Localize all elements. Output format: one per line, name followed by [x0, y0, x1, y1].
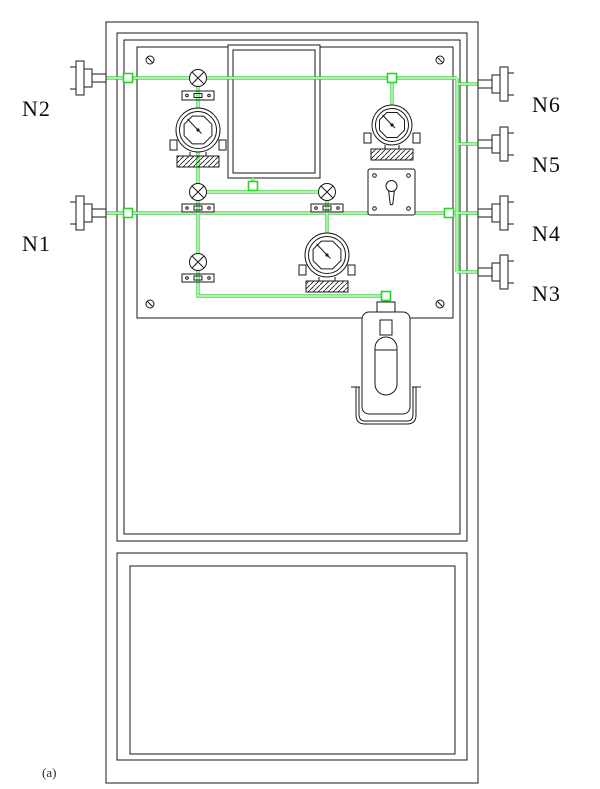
pipe-fitting-icon: [122, 207, 134, 219]
pressure-gauge-center: [298, 232, 356, 293]
screw-icon: [145, 55, 155, 65]
nozzle-label-n6: N6: [532, 92, 561, 117]
flange-n1: [70, 195, 107, 231]
pipe-fitting-icon: [443, 207, 455, 219]
flange-n4: [477, 195, 514, 231]
nozzle-label-n5: N5: [532, 152, 561, 177]
filter-assembly: [351, 301, 421, 425]
needle-valve-mid-left: [181, 183, 215, 213]
screw-icon: [435, 55, 445, 65]
needle-valve-top-left: [181, 69, 215, 101]
flange-n6: [477, 66, 514, 102]
flange-n3: [477, 254, 514, 290]
document-pocket: [227, 44, 321, 179]
pipe-fittings: [122, 72, 455, 302]
pipe-fitting-icon: [247, 180, 259, 192]
pipe-fitting-icon: [386, 72, 398, 84]
nozzle-label-n3: N3: [532, 281, 561, 306]
panel-switch: [367, 168, 416, 216]
screw-icon: [435, 299, 445, 309]
pipe-fitting-icon: [122, 72, 134, 84]
nozzle-label-n2: N2: [22, 96, 51, 121]
figure-caption: (a): [42, 765, 57, 780]
flange-n2: [70, 60, 107, 96]
nozzle-label-n4: N4: [532, 221, 561, 246]
screw-icon: [145, 299, 155, 309]
pressure-gauge-left: [169, 107, 227, 168]
pressure-gauge-right: [363, 104, 421, 161]
flange-n5: [477, 126, 514, 162]
needle-valve-bottom-left: [181, 253, 215, 283]
plate-screws: [145, 55, 445, 309]
needle-valve-mid-right: [310, 183, 344, 213]
nozzle-label-n1: N1: [22, 231, 51, 256]
pipe-fitting-icon: [380, 290, 392, 302]
cabinet-frame: [105, 21, 479, 784]
